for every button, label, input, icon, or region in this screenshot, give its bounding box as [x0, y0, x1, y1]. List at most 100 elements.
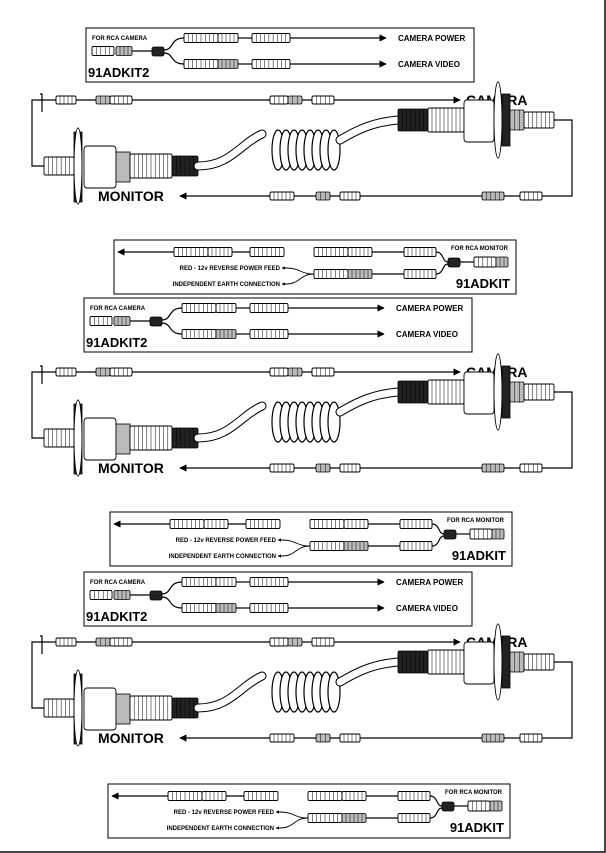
wire	[285, 273, 315, 285]
wire	[31, 641, 48, 709]
monitor-label: MONITOR	[98, 460, 164, 476]
wire	[546, 119, 573, 197]
camera-video-label: CAMERA VIDEO	[396, 330, 458, 339]
bulkhead-flange-icon	[73, 399, 83, 477]
connector-icon	[339, 191, 361, 201]
cable-right-core	[336, 388, 402, 416]
connector-icon	[489, 800, 503, 812]
connector-icon	[427, 649, 465, 675]
connector-icon	[509, 651, 525, 673]
wire	[161, 307, 183, 321]
cable-left-core	[194, 672, 266, 712]
camera-power-label: CAMERA POWER	[396, 304, 463, 313]
splitter-icon	[149, 316, 163, 327]
wire	[40, 365, 43, 384]
wire	[285, 267, 315, 275]
connector-icon	[519, 191, 543, 201]
connector-icon	[473, 256, 497, 268]
splitter-icon	[447, 257, 461, 268]
main-cable-assembly: CAMERAMONITOR	[31, 81, 573, 205]
wire	[31, 371, 48, 439]
connector-icon	[311, 367, 335, 377]
camera-power-label: CAMERA POWER	[398, 34, 465, 43]
connector-icon	[427, 107, 465, 133]
connector-icon	[315, 463, 331, 473]
connector-icon	[519, 733, 543, 743]
right-bulkhead-plate-icon	[501, 365, 511, 419]
connector-icon	[311, 95, 335, 105]
connector-icon	[249, 329, 289, 339]
wire	[281, 545, 311, 557]
monitor-label: MONITOR	[98, 188, 164, 204]
wire	[40, 635, 43, 654]
monitor-kit-box	[109, 511, 513, 567]
connector-icon	[519, 463, 543, 473]
connector-icon	[495, 256, 509, 268]
left-housing-icon	[83, 145, 117, 189]
right-bulkhead-plate-icon	[501, 635, 511, 689]
wire	[161, 322, 183, 335]
connector-icon	[311, 637, 335, 647]
connector-icon	[89, 590, 113, 600]
camera-kit-box	[83, 571, 473, 627]
splitter-icon	[443, 529, 457, 540]
connector-icon	[55, 637, 77, 647]
connector-icon	[95, 367, 111, 377]
camera-kit-box	[83, 297, 473, 353]
red-power-label: RED - 12v REVERSE POWER FEED	[180, 266, 281, 272]
monitor-label: MONITOR	[98, 730, 164, 746]
connector-icon	[55, 95, 77, 105]
right-housing-icon	[463, 641, 495, 685]
splitter-icon	[149, 590, 163, 601]
connector-icon	[95, 95, 111, 105]
left-nut-icon	[115, 423, 131, 455]
cable-right-core	[336, 116, 402, 144]
red-power-label: RED - 12v REVERSE POWER FEED	[176, 538, 277, 544]
connector-icon	[215, 303, 237, 313]
wire	[435, 263, 449, 275]
bulkhead-flange-icon	[73, 127, 83, 205]
connector-icon	[509, 381, 525, 403]
camera-kit-box	[85, 27, 475, 83]
left-housing-icon	[83, 417, 117, 461]
connector-icon	[427, 379, 465, 405]
wire	[161, 596, 183, 609]
connector-icon	[89, 316, 113, 326]
wire	[279, 817, 309, 829]
connector-icon	[339, 733, 361, 743]
for-rca-camera-label: FOR RCA CAMERA	[92, 36, 148, 42]
splitter-icon	[151, 46, 165, 57]
kit-camera-label: 91ADKIT2	[86, 609, 147, 624]
connector-icon	[469, 528, 493, 540]
right-bulkhead-flange-icon	[493, 623, 503, 701]
earth-label: INDEPENDENT EARTH CONNECTION	[167, 826, 274, 832]
wire	[281, 539, 311, 547]
connector-icon	[339, 463, 361, 473]
cable-left-core	[194, 130, 266, 170]
connector-icon	[509, 109, 525, 131]
wire	[431, 523, 445, 535]
for-rca-monitor-label: FOR RCA MONITOR	[445, 790, 503, 796]
left-housing-icon	[83, 687, 117, 731]
for-rca-camera-label: FOR RCA CAMERA	[90, 306, 146, 312]
cable-left-core	[194, 402, 266, 442]
for-rca-camera-label: FOR RCA CAMERA	[90, 580, 146, 586]
main-cable-assembly: CAMERAMONITOR	[31, 353, 573, 477]
main-cable-assembly: CAMERAMONITOR	[31, 623, 573, 747]
camera-power-label: CAMERA POWER	[396, 578, 463, 587]
right-housing-icon	[463, 99, 495, 143]
right-bulkhead-flange-icon	[493, 353, 503, 431]
connector-icon	[215, 577, 237, 587]
connector-icon	[249, 577, 289, 587]
connector-icon	[481, 733, 505, 743]
connector-icon	[109, 95, 133, 105]
connector-icon	[481, 463, 505, 473]
wire	[40, 93, 43, 112]
red-power-label: RED - 12v REVERSE POWER FEED	[174, 810, 275, 816]
